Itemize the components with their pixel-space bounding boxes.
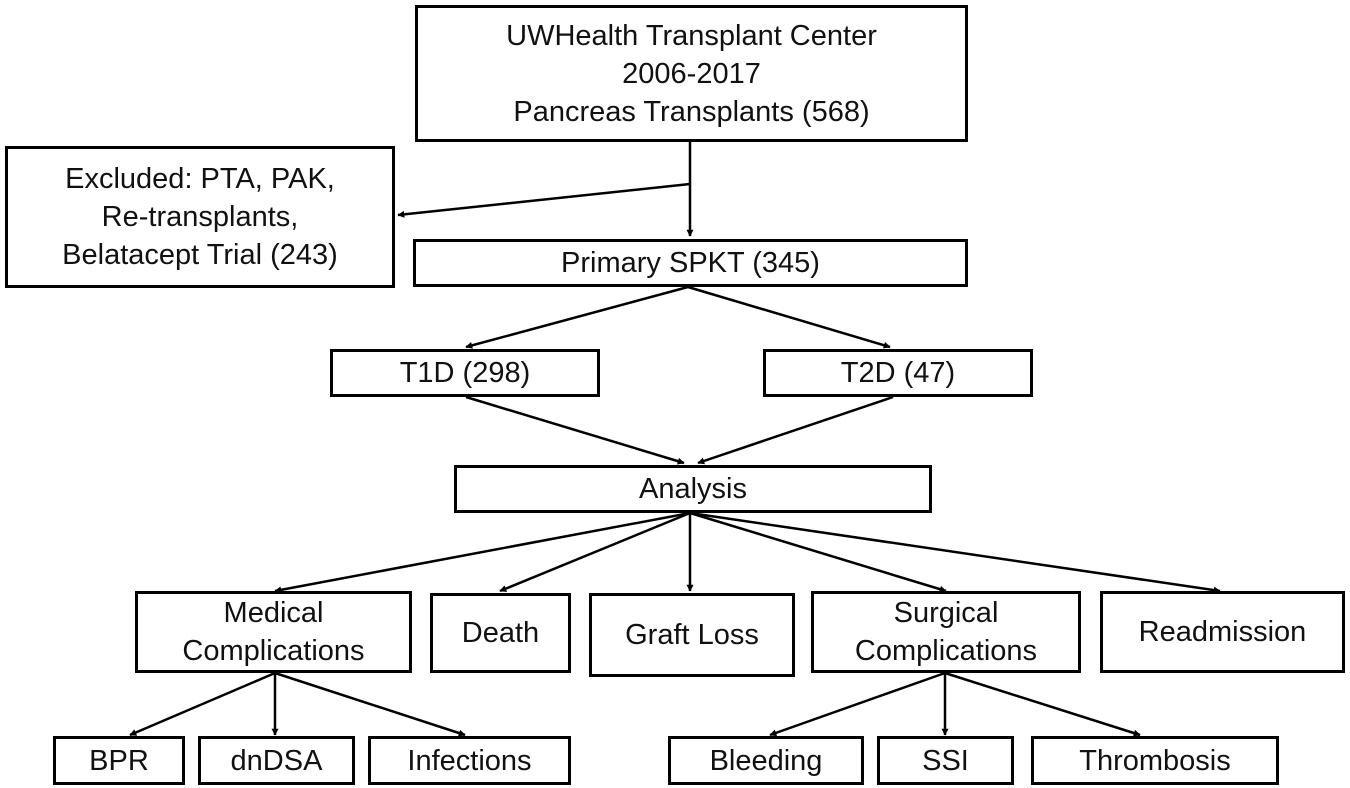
source-line-3: Pancreas Transplants (568) (513, 95, 870, 128)
death-box: Death (430, 593, 571, 673)
ssi-label: SSI (922, 744, 969, 777)
thrombosis-box: Thrombosis (1031, 736, 1279, 785)
bleeding-label: Bleeding (709, 744, 823, 777)
medical-complications-box: Medical Complications (135, 591, 412, 673)
t1d-box: T1D (298) (330, 349, 600, 397)
surgical-line-1: Surgical (893, 597, 999, 629)
source-line-1: UWHealth Transplant Center (506, 19, 877, 52)
t1d-label: T1D (298) (399, 357, 531, 389)
medical-line-2: Complications (182, 635, 365, 667)
arrow-primary-to-t1d (465, 285, 689, 349)
infections-box: Infections (368, 736, 571, 785)
arrow-analysis-to-readmission (689, 511, 1221, 594)
surgical-line-2: Complications (854, 635, 1038, 667)
arrow-t1d-to-analysis (465, 395, 685, 465)
arrow-to-excluded (397, 182, 691, 218)
arrow-analysis-to-medical (274, 511, 691, 594)
arrow-t2d-to-analysis (697, 395, 894, 465)
bpr-box: BPR (53, 736, 185, 785)
excluded-line-1: Excluded: PTA, PAK, (65, 163, 335, 195)
primary-spkt-label: Primary SPKT (345) (561, 247, 820, 279)
ssi-box: SSI (877, 736, 1014, 785)
excluded-line-3: Belatacept Trial (243) (62, 239, 338, 271)
t2d-label: T2D (47) (840, 357, 956, 389)
excluded-box: Excluded: PTA, PAK, Re-transplants, Bela… (5, 146, 395, 288)
graft-loss-box: Graft Loss (589, 593, 795, 677)
arrow-medical-to-bpr (129, 671, 276, 737)
surgical-complications-box: Surgical Complications (811, 591, 1081, 673)
t2d-box: T2D (47) (763, 349, 1033, 397)
thrombosis-label: Thrombosis (1079, 744, 1231, 777)
graft-loss-label: Graft Loss (625, 619, 759, 651)
dndsa-box: dnDSA (198, 736, 355, 785)
readmission-box: Readmission (1100, 591, 1345, 673)
arrow-analysis-to-surgical (689, 511, 947, 593)
analysis-label: Analysis (639, 473, 747, 505)
arrow-analysis-to-death (499, 511, 691, 593)
infections-label: Infections (407, 744, 532, 777)
source-box: UWHealth Transplant Center 2006-2017 Pan… (415, 5, 968, 142)
readmission-label: Readmission (1138, 616, 1307, 648)
excluded-line-2: Re-transplants, (101, 201, 299, 233)
death-label: Death (461, 617, 540, 649)
bpr-label: BPR (89, 744, 149, 777)
arrow-primary-to-t2d (687, 285, 891, 349)
source-line-2: 2006-2017 (622, 57, 761, 90)
analysis-box: Analysis (454, 465, 932, 513)
medical-line-1: Medical (223, 597, 324, 629)
arrow-surgical-to-bleeding (769, 671, 946, 737)
dndsa-label: dnDSA (230, 744, 323, 777)
primary-spkt-box: Primary SPKT (345) (413, 239, 968, 287)
arrow-surgical-to-thrombosis (944, 671, 1141, 737)
bleeding-box: Bleeding (668, 736, 864, 785)
arrow-medical-to-infections (274, 671, 466, 737)
